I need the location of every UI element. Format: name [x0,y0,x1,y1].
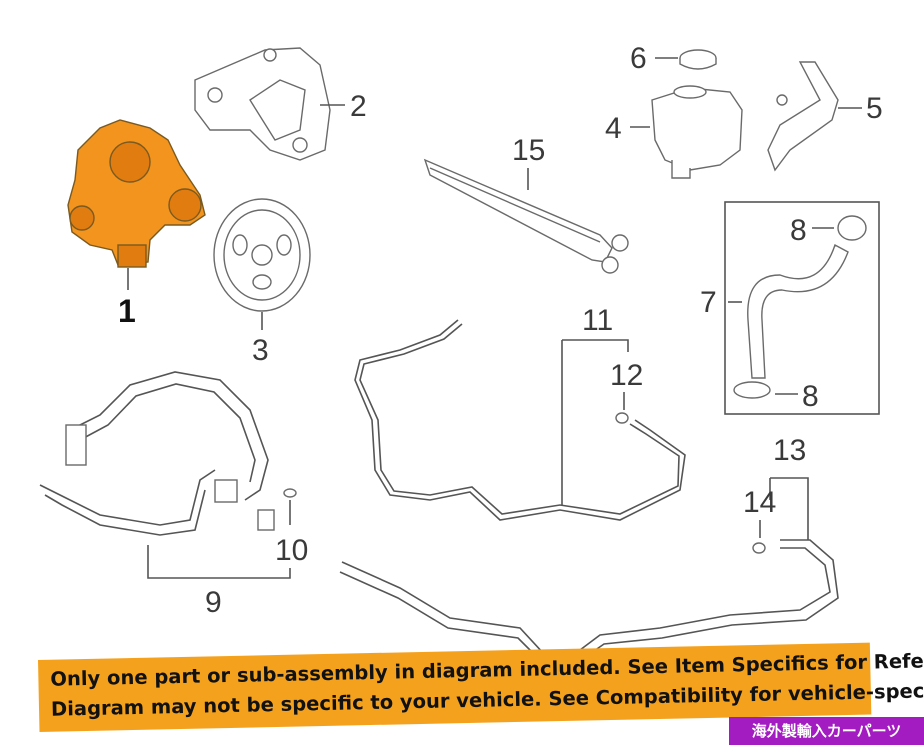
callout-6: 6 [630,42,647,75]
callout-13: 13 [773,434,806,467]
o-ring-12 [615,412,629,424]
callout-9: 9 [205,586,222,619]
callout-10: 10 [275,534,308,567]
callout-11: 11 [582,304,613,337]
o-ring-14 [752,542,766,554]
lower-return-line [339,539,839,665]
pump-body [67,119,206,266]
mounting-bracket [194,47,331,161]
pump-pulley [213,198,311,312]
hose-fitting-left [65,424,87,466]
return-line [354,319,686,521]
callout-7: 7 [700,286,717,319]
reservoir-hose [747,243,849,379]
power-steering-pump [67,119,206,268]
pump-outlet-port [168,188,202,222]
callout-8a: 8 [790,214,807,247]
reservoir-cap [679,49,717,70]
o-ring-10 [283,488,297,498]
hose-fitting-right [214,479,238,503]
fluid-reservoir [651,85,743,179]
pump-shaft-housing [117,244,147,268]
callout-8b: 8 [802,380,819,413]
hose-clamp-top [837,215,867,241]
pump-inlet-port [69,205,95,231]
reservoir-bracket [767,61,839,172]
callout-12: 12 [610,359,643,392]
callout-2: 2 [350,90,367,123]
hose-clamp-bottom [733,381,771,399]
cooler-tube [423,158,629,274]
callout-1: 1 [118,293,136,329]
callout-14: 14 [743,486,776,519]
hose-group-box [724,201,880,415]
callout-3: 3 [252,334,269,367]
leader-13 [769,477,809,540]
pump-reservoir-port [109,141,151,183]
leader-9 [147,545,291,579]
callout-15: 15 [512,134,545,167]
pressure-hose-assembly [39,371,275,536]
callout-4: 4 [605,112,622,145]
hose-end-fitting [257,509,275,531]
leader-11 [561,339,629,505]
callout-5: 5 [866,92,883,125]
brand-tag: 海外製輸入カーパーツ [729,717,924,745]
